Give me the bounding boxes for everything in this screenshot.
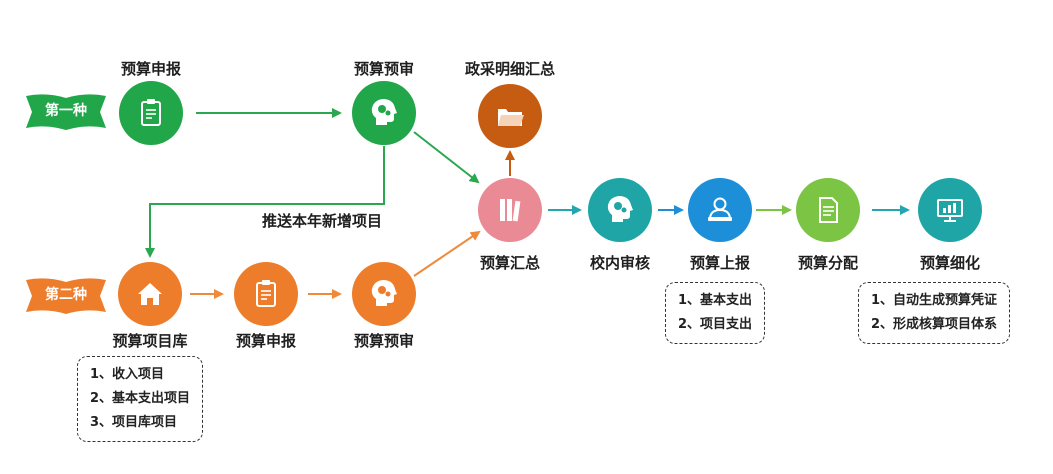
home-icon <box>138 283 162 305</box>
lane-tag-first-label: 第一种 <box>45 103 87 119</box>
note-project-lib: 1、收入项目 2、基本支出项目 3、项目库项目 <box>77 356 204 442</box>
arrow-review1-to-projectlib <box>145 146 385 258</box>
node-declare2 <box>234 262 298 326</box>
note-report: 1、基本支出 2、项目支出 <box>665 282 766 344</box>
label-refine: 预算细化 <box>919 254 981 272</box>
note-item: 2、形成核算项目体系 <box>871 317 998 332</box>
node-declare1 <box>119 81 183 145</box>
lane-tag-first: 第一种 <box>26 92 106 132</box>
lane-tag-second-label: 第二种 <box>45 287 87 303</box>
folder-icon <box>498 109 524 126</box>
note-refine: 1、自动生成预算凭证 2、形成核算项目体系 <box>858 282 1011 344</box>
node-refine <box>918 178 982 242</box>
node-project-lib <box>118 262 182 326</box>
note-item: 2、基本支出项目 <box>90 391 191 406</box>
arrow-review2-to-summary <box>413 230 481 277</box>
node-purchase <box>478 84 542 148</box>
label-school-review: 校内审核 <box>589 254 651 272</box>
note-item: 1、收入项目 <box>90 367 165 382</box>
label-allocate: 预算分配 <box>797 254 859 272</box>
label-project-lib: 预算项目库 <box>112 332 188 350</box>
book-icon <box>26 278 106 314</box>
label-declare2: 预算申报 <box>235 332 297 350</box>
lane-tag-second: 第二种 <box>26 276 106 316</box>
node-review2 <box>352 262 416 326</box>
label-review1: 预算预审 <box>353 60 415 78</box>
node-review1 <box>352 81 416 145</box>
binders-icon <box>500 199 521 222</box>
clipboard-icon <box>141 99 161 126</box>
arrow-review1-to-summary <box>413 131 480 184</box>
head-gear-icon <box>371 280 397 306</box>
clipboard-icon <box>256 280 276 307</box>
label-declare1: 预算申报 <box>120 60 182 78</box>
label-report: 预算上报 <box>689 254 751 272</box>
note-item: 1、自动生成预算凭证 <box>871 293 998 308</box>
node-summary <box>478 178 542 242</box>
node-report <box>688 178 752 242</box>
note-item: 2、项目支出 <box>678 317 753 332</box>
label-purchase: 政采明细汇总 <box>464 60 556 78</box>
node-allocate <box>796 178 860 242</box>
head-gear-icon <box>607 196 633 222</box>
label-review2: 预算预审 <box>353 332 415 350</box>
document-icon <box>819 197 838 223</box>
note-item: 3、项目库项目 <box>90 415 178 430</box>
book-icon <box>26 94 106 130</box>
person-laptop-icon <box>708 197 732 221</box>
monitor-chart-icon <box>937 199 963 222</box>
label-summary: 预算汇总 <box>479 254 541 272</box>
label-push: 推送本年新增项目 <box>262 212 383 230</box>
head-gear-icon <box>371 99 397 125</box>
node-school-review <box>588 178 652 242</box>
note-item: 1、基本支出 <box>678 293 753 308</box>
